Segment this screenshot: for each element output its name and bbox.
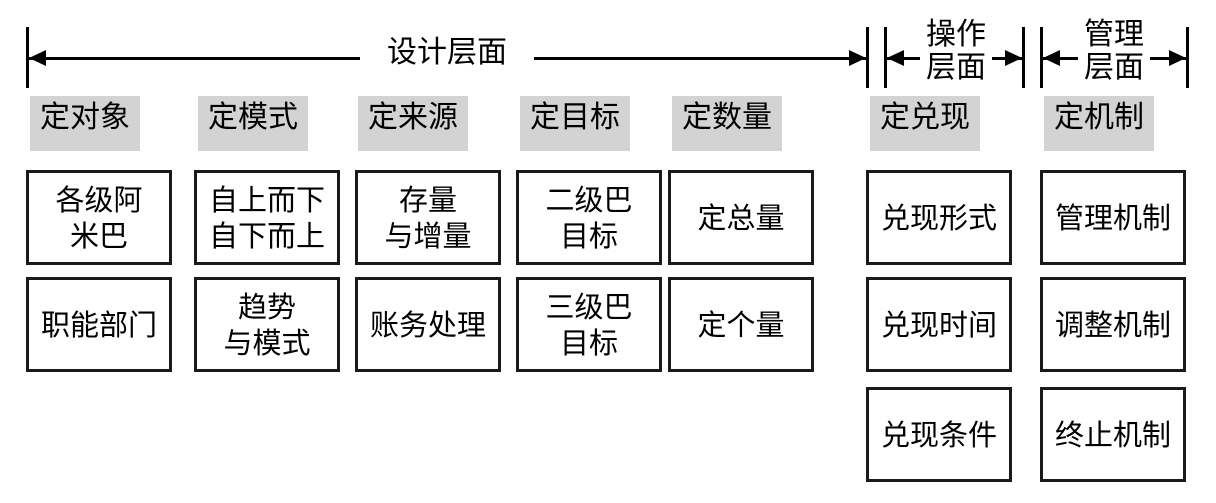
cell-label: 兑现时间 — [880, 307, 997, 342]
bracket-tick-right-management-layer — [1186, 27, 1189, 88]
cell-cell-r1c1[interactable]: 各级阿 米巴 — [26, 170, 172, 265]
cell-label: 兑现条件 — [880, 417, 997, 452]
bracket-tick-right-design-layer — [866, 27, 869, 88]
cell-label: 趋势 与模式 — [223, 289, 311, 360]
bracket-label-design-layer: 设计层面 — [360, 36, 534, 69]
cell-label: 三级巴 目标 — [545, 289, 633, 360]
bracket-label-operation-layer: 操作 层面 — [920, 18, 992, 84]
cell-label: 管理机制 — [1054, 200, 1171, 235]
bracket-arrowhead-right-operation-layer — [1005, 50, 1022, 66]
cell-cell-r3c6[interactable]: 兑现条件 — [866, 387, 1012, 482]
cell-cell-r1c2[interactable]: 自上而下 自下而上 — [194, 170, 340, 265]
cell-label: 各级阿 米巴 — [55, 182, 143, 253]
layer-bracket-band — [0, 0, 1216, 95]
cell-label: 调整机制 — [1054, 307, 1171, 342]
bracket-tick-left-management-layer — [1040, 27, 1043, 88]
cell-cell-r1c5[interactable]: 定总量 — [668, 170, 814, 265]
bracket-tick-left-operation-layer — [884, 27, 887, 88]
cell-label: 兑现形式 — [880, 200, 997, 235]
column-header-col-quantity: 定数量 — [672, 96, 782, 151]
cell-cell-r2c7[interactable]: 调整机制 — [1040, 277, 1186, 372]
cell-cell-r2c4[interactable]: 三级巴 目标 — [516, 277, 662, 372]
cell-cell-r1c7[interactable]: 管理机制 — [1040, 170, 1186, 265]
bracket-arrowhead-left-management-layer — [1043, 50, 1060, 66]
cell-cell-r3c7[interactable]: 终止机制 — [1040, 387, 1186, 482]
column-header-col-mode: 定模式 — [198, 96, 308, 151]
column-header-col-mechanism: 定机制 — [1044, 96, 1154, 151]
bracket-tick-right-operation-layer — [1022, 27, 1025, 88]
bracket-arrowhead-right-management-layer — [1169, 50, 1186, 66]
bracket-arrowhead-left-operation-layer — [887, 50, 904, 66]
cell-label: 自上而下 自下而上 — [208, 182, 325, 253]
column-header-col-object: 定对象 — [30, 96, 140, 151]
cell-label: 二级巴 目标 — [545, 182, 633, 253]
cell-cell-r2c2[interactable]: 趋势 与模式 — [194, 277, 340, 372]
cell-label: 定总量 — [697, 200, 785, 235]
column-header-col-target: 定目标 — [520, 96, 630, 151]
cell-label: 账务处理 — [369, 307, 486, 342]
column-header-col-source: 定来源 — [358, 96, 468, 151]
bracket-tick-left-design-layer — [26, 27, 29, 88]
cell-label: 存量 与增量 — [384, 182, 472, 253]
cell-label: 终止机制 — [1054, 417, 1171, 452]
cell-cell-r2c1[interactable]: 职能部门 — [26, 277, 172, 372]
column-header-col-redeem: 定兑现 — [870, 96, 980, 151]
bracket-label-management-layer: 管理 层面 — [1078, 18, 1150, 84]
cell-cell-r1c6[interactable]: 兑现形式 — [866, 170, 1012, 265]
cell-label: 定个量 — [697, 307, 785, 342]
bracket-arrowhead-left-design-layer — [29, 50, 46, 66]
cell-cell-r1c4[interactable]: 二级巴 目标 — [516, 170, 662, 265]
cell-cell-r1c3[interactable]: 存量 与增量 — [355, 170, 501, 265]
cell-label: 职能部门 — [40, 307, 157, 342]
cell-cell-r2c6[interactable]: 兑现时间 — [866, 277, 1012, 372]
cell-cell-r2c3[interactable]: 账务处理 — [355, 277, 501, 372]
cell-cell-r2c5[interactable]: 定个量 — [668, 277, 814, 372]
bracket-arrowhead-right-design-layer — [849, 50, 866, 66]
